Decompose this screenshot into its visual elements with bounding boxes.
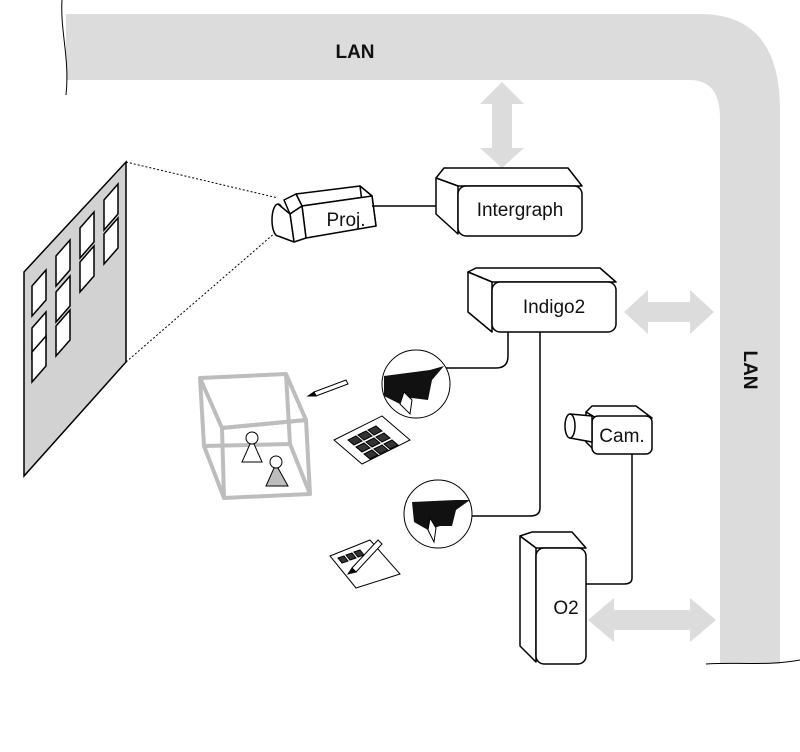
camera-label: Cam. bbox=[599, 426, 644, 447]
lan-top-label: LAN bbox=[335, 42, 374, 63]
indigo2-label: Indigo2 bbox=[523, 297, 585, 318]
interaction-pad-1 bbox=[333, 415, 411, 465]
projection-wall bbox=[23, 160, 127, 478]
virtual-cube bbox=[198, 372, 312, 500]
indigo2-lan-arrow bbox=[624, 290, 714, 334]
stylus-icon bbox=[306, 379, 349, 397]
camera-icon bbox=[564, 405, 653, 455]
o2-lan-arrow bbox=[588, 598, 716, 642]
projector-icon bbox=[271, 185, 377, 243]
lan-backbone bbox=[61, 0, 800, 665]
projector-label: Proj. bbox=[326, 210, 365, 231]
indigo2-box bbox=[467, 267, 617, 333]
figure-pawn-1 bbox=[241, 431, 263, 463]
figure-pawn-2 bbox=[265, 455, 289, 487]
cables bbox=[446, 332, 633, 585]
interaction-pad-2 bbox=[329, 539, 401, 589]
projection-beam bbox=[125, 161, 279, 363]
intergraph-box bbox=[435, 167, 583, 237]
user2-head bbox=[403, 479, 473, 549]
o2-label: O2 bbox=[553, 598, 578, 619]
intergraph-label: Intergraph bbox=[477, 200, 564, 221]
intergraph-lan-arrow bbox=[480, 82, 524, 168]
o2-box bbox=[519, 531, 587, 665]
lan-right-label: LAN bbox=[739, 350, 760, 389]
user1-head bbox=[381, 349, 451, 419]
